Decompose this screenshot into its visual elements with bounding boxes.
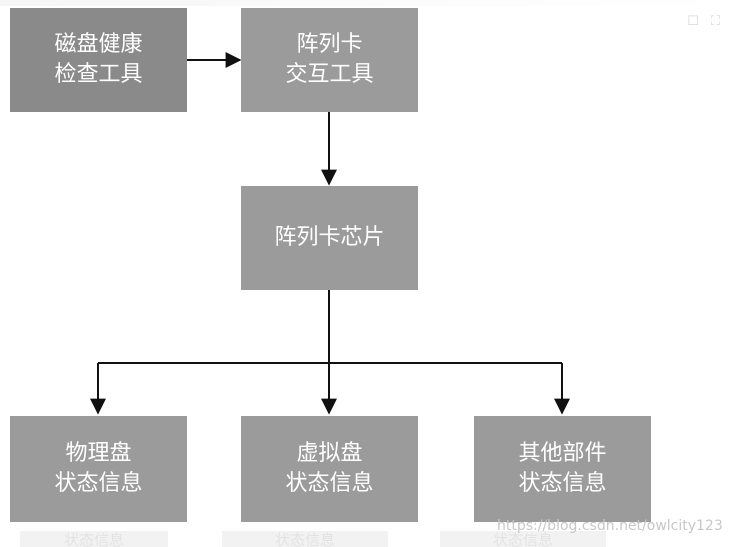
node-raid-interactive-tool: 阵列卡 交互工具 <box>241 8 418 112</box>
node-label-line2: 交互工具 <box>285 62 374 87</box>
ghost-label: 状态信息 <box>222 531 388 547</box>
node-raid-chip: 阵列卡芯片 <box>241 186 418 290</box>
ghost-label: 状态信息 <box>20 531 168 547</box>
node-physical-disk-status: 物理盘 状态信息 <box>10 416 187 522</box>
top-strip <box>0 0 732 6</box>
node-label-line2: 检查工具 <box>54 62 143 87</box>
node-disk-health-tool: 磁盘健康 检查工具 <box>10 8 187 112</box>
watermark-text: https://blog.csdn.net/owlcity123 <box>497 518 723 534</box>
checkbox-icon: ☐ <box>687 14 699 29</box>
expand-icon: ⛶ <box>710 14 720 29</box>
node-label-line1: 阵列卡芯片 <box>274 225 385 250</box>
node-label-line1: 虚拟盘 <box>296 441 363 466</box>
node-virtual-disk-status: 虚拟盘 状态信息 <box>241 416 418 522</box>
node-label-line1: 阵列卡 <box>296 32 363 57</box>
node-label-line2: 状态信息 <box>518 471 607 496</box>
node-label-line1: 磁盘健康 <box>54 32 143 57</box>
ghost-label: 状态信息 <box>440 531 606 547</box>
node-label-line2: 状态信息 <box>54 471 143 496</box>
node-label-line1: 其他部件 <box>518 441 607 466</box>
node-other-parts-status: 其他部件 状态信息 <box>474 416 651 522</box>
node-label-line1: 物理盘 <box>65 441 132 466</box>
corner-icons: ☐ ⛶ <box>687 14 720 29</box>
node-label-line2: 状态信息 <box>285 471 374 496</box>
